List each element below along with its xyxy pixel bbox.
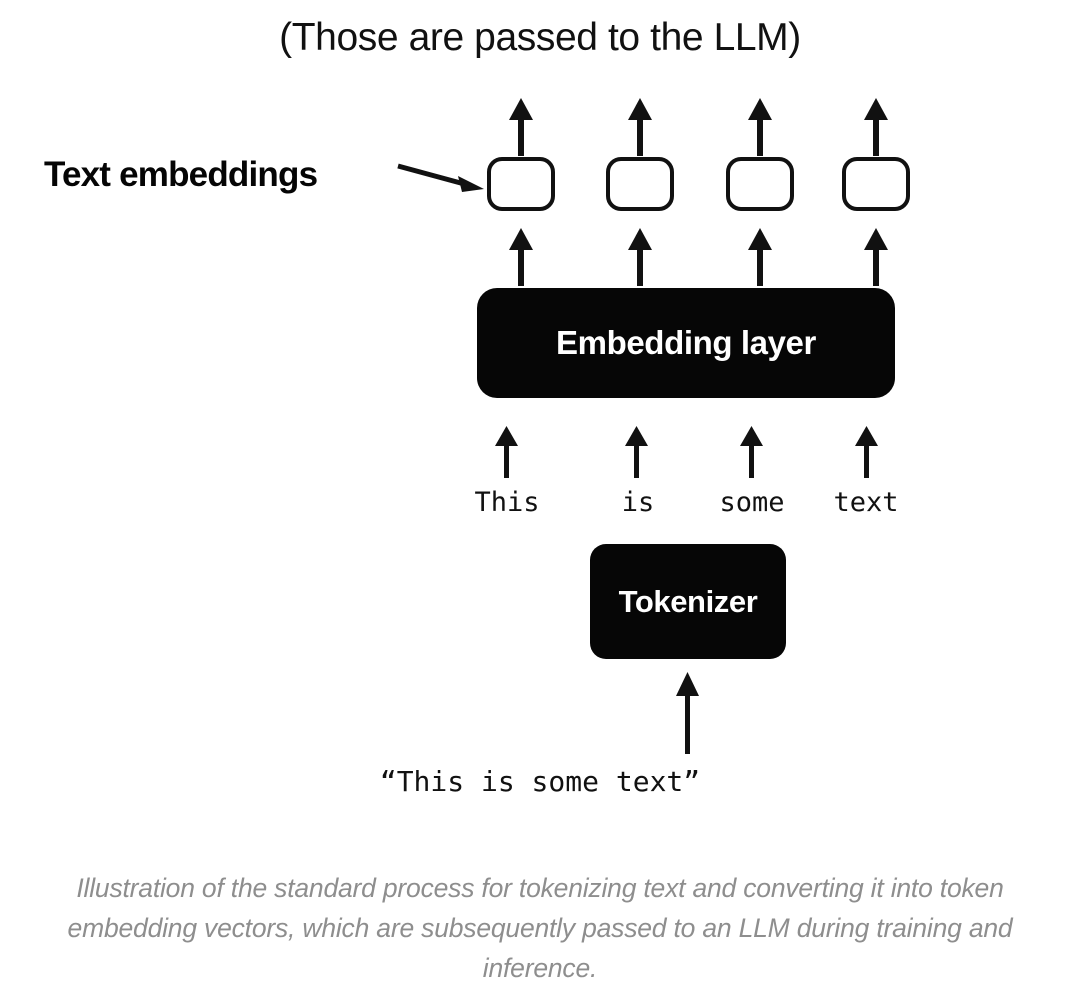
token-word-1: This (474, 487, 540, 518)
token-word-2: is (621, 487, 655, 518)
token-arrow-1 (494, 426, 520, 478)
caption-line-2: token embedding vectors, which are subse… (67, 873, 1004, 943)
embed-arrow-2 (626, 228, 654, 286)
raw-input-string: “This is some text” (379, 765, 701, 798)
tokenizer-block: Tokenizer (590, 544, 786, 659)
embedding-box-1 (487, 157, 555, 211)
token-word-4: text (833, 487, 899, 518)
caption-line-1: Illustration of the standard process for… (76, 873, 933, 903)
figure-caption: Illustration of the standard process for… (28, 868, 1052, 988)
caption-line-3: training and inference. (482, 913, 1013, 983)
headline-text: (Those are passed to the LLM) (279, 16, 801, 59)
embed-arrow-4 (862, 228, 890, 286)
embedding-layer-block: Embedding layer (477, 288, 895, 398)
token-arrow-2 (624, 426, 650, 478)
embedding-box-2 (606, 157, 674, 211)
token-arrow-3 (739, 426, 765, 478)
output-arrow-3 (746, 98, 774, 156)
token-word-3: some (719, 487, 785, 518)
text-embeddings-label: Text embeddings (44, 155, 318, 194)
input-arrow (675, 672, 701, 754)
output-arrow-1 (507, 98, 535, 156)
embed-arrow-1 (507, 228, 535, 286)
embedding-box-4 (842, 157, 910, 211)
output-arrow-2 (626, 98, 654, 156)
embedding-box-3 (726, 157, 794, 211)
output-arrow-4 (862, 98, 890, 156)
embed-arrow-3 (746, 228, 774, 286)
token-arrow-4 (854, 426, 880, 478)
label-pointer-arrow (396, 160, 488, 200)
